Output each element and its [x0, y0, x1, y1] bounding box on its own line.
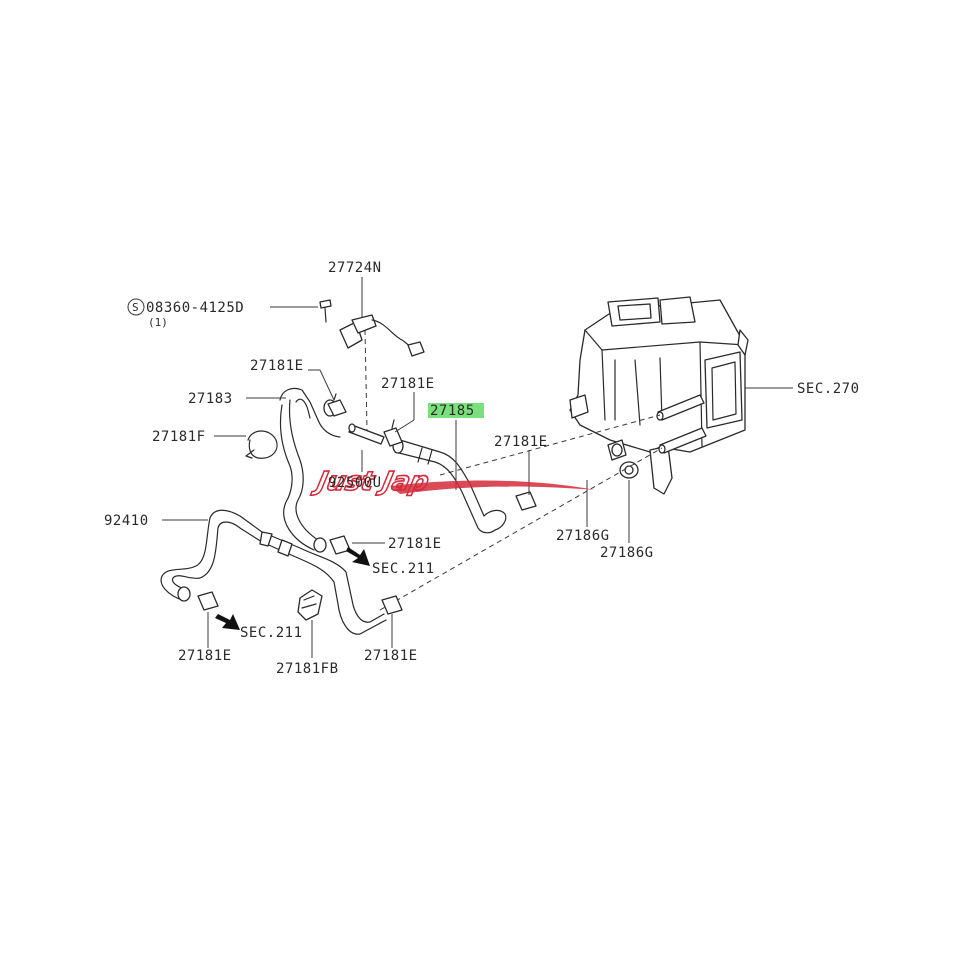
highlight-27185	[428, 403, 484, 418]
clamp-27181E-lower-left	[197, 591, 219, 611]
screw-08360	[319, 299, 332, 323]
grommet-lower	[619, 461, 639, 479]
callout-27181E-d: 27181E	[388, 536, 442, 552]
leader-lines	[162, 277, 793, 658]
callout-sec270: SEC.270	[797, 381, 860, 397]
clamp-27181E-upper-mid	[383, 419, 403, 447]
callout-27186G-a: 27186G	[556, 528, 610, 544]
watermark: Just Jap	[309, 466, 595, 498]
callout-27183: 27183	[188, 391, 233, 407]
callout-27185: 27185	[430, 403, 475, 419]
heater-unit	[569, 296, 749, 495]
screw-symbol-circle	[127, 298, 145, 316]
sensor-27724N	[339, 314, 425, 357]
callout-27181E-b: 27181E	[381, 376, 435, 392]
callout-27181F: 27181F	[152, 429, 206, 445]
clamp-27181E-right	[515, 491, 537, 511]
callout-92410: 92410	[104, 513, 149, 529]
callout-27181FB: 27181FB	[276, 661, 339, 677]
callout-92500U: 92500U	[328, 475, 382, 491]
arrow-sec211-lower	[215, 614, 240, 630]
callout-08360-qty: (1)	[148, 316, 168, 329]
callout-27181E-e: 27181E	[178, 648, 232, 664]
arrow-sec211-upper	[346, 547, 370, 566]
callout-27181E-f: 27181E	[364, 648, 418, 664]
clip-27181FB	[297, 589, 323, 621]
callout-27181E-a: 27181E	[250, 358, 304, 374]
grommet-upper	[607, 439, 627, 461]
clamp-27181E-upper-left	[327, 393, 347, 417]
callout-27724N: 27724N	[328, 260, 382, 276]
callout-08360-4125D: 08360-4125D	[146, 300, 244, 316]
clamp-27181E-lower-right	[381, 595, 403, 615]
screw-symbol-letter: S	[132, 301, 139, 314]
callout-27181E-c: 27181E	[494, 434, 548, 450]
clip-27181F	[245, 430, 278, 459]
callout-sec211-upper: SEC.211	[372, 561, 435, 577]
callout-sec211-lower: SEC.211	[240, 625, 303, 641]
watermark-text: Just Jap	[309, 467, 431, 497]
hose-92410	[160, 509, 387, 635]
callout-27186G-b: 27186G	[600, 545, 654, 561]
callout-labels: 27724N S 08360-4125D (1) 27181E 27183 27…	[104, 260, 860, 677]
bolt-92500U	[348, 423, 385, 445]
